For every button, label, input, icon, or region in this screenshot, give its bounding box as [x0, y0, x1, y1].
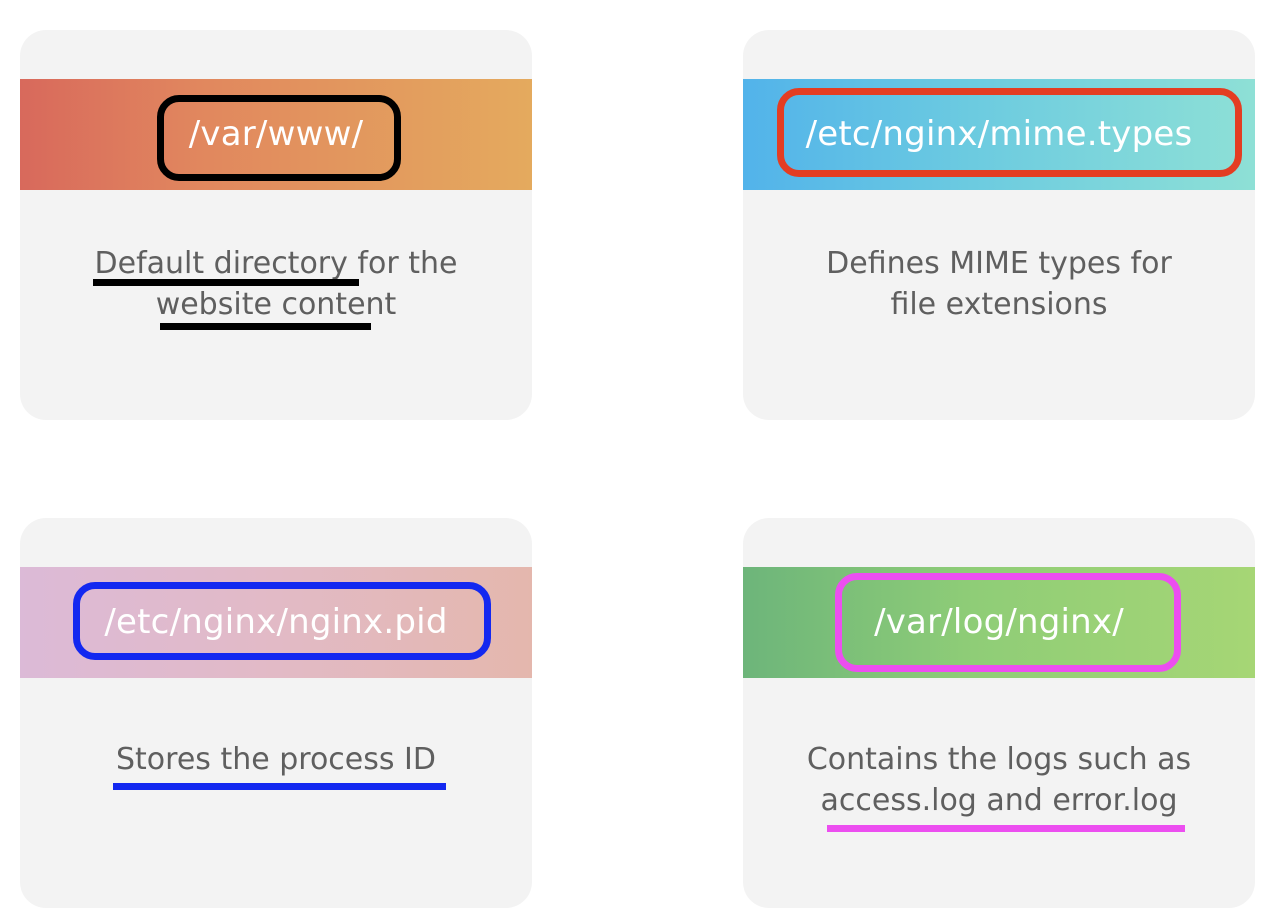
- path-banner: /var/log/nginx/: [743, 567, 1255, 678]
- card-var-log-nginx: /var/log/nginx/ Contains the logs such a…: [743, 518, 1255, 908]
- underline-magenta: [827, 825, 1185, 832]
- underline-black-2: [160, 323, 371, 330]
- path-label: /var/log/nginx/: [874, 602, 1124, 642]
- highlight-box-magenta: [835, 573, 1181, 672]
- path-label: /var/www/: [188, 114, 364, 154]
- description-line-2: access.log and error.log: [820, 783, 1178, 818]
- highlight-box-blue: [73, 582, 491, 660]
- path-banner: /etc/nginx/mime.types: [743, 79, 1255, 190]
- description-line-2: website content: [155, 287, 397, 322]
- card-nginx-pid: /etc/nginx/nginx.pid Stores the process …: [20, 518, 532, 908]
- description-line-2: file extensions: [890, 287, 1108, 322]
- path-label: /etc/nginx/mime.types: [805, 114, 1193, 154]
- description: Contains the logs such as access.log and…: [743, 739, 1255, 821]
- description: Default directory for the website conten…: [20, 243, 532, 325]
- description-line-1: Defines MIME types for: [826, 246, 1172, 281]
- underline-black-1: [93, 279, 359, 286]
- path-banner: /var/www/: [20, 79, 532, 190]
- highlight-box-red: [777, 88, 1242, 177]
- path-banner: /etc/nginx/nginx.pid: [20, 567, 532, 678]
- card-var-www: /var/www/ Default directory for the webs…: [20, 30, 532, 420]
- description-line-1: Default directory for the: [94, 246, 458, 281]
- description-line-1: Contains the logs such as: [806, 742, 1192, 777]
- highlight-box-black: [157, 95, 401, 181]
- description-line-1: Stores the process ID: [116, 742, 436, 777]
- card-mime-types: /etc/nginx/mime.types Defines MIME types…: [743, 30, 1255, 420]
- underline-blue: [113, 783, 446, 790]
- description: Defines MIME types for file extensions: [743, 243, 1255, 325]
- path-label: /etc/nginx/nginx.pid: [104, 602, 448, 642]
- description: Stores the process ID: [20, 739, 532, 780]
